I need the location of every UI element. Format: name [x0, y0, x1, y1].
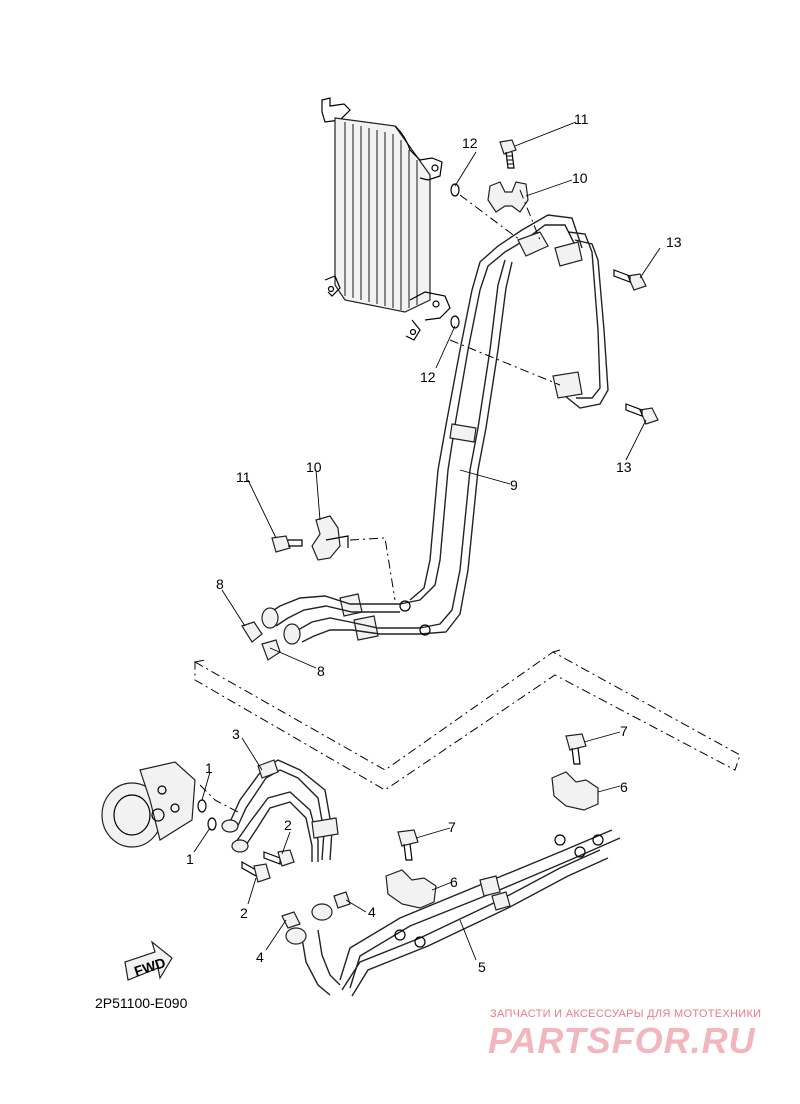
callout-1-lower: 1	[186, 851, 194, 867]
oil-pipe-assembly-upper	[261, 214, 609, 645]
o-ring-1-lower	[207, 817, 217, 831]
callout-2-lower: 2	[240, 905, 248, 921]
bolt-11-upper	[499, 139, 517, 169]
callout-4-lower: 4	[256, 949, 264, 965]
callout-3: 3	[232, 726, 240, 742]
callout-6-lower: 6	[450, 874, 458, 890]
callout-7-lower: 7	[448, 819, 456, 835]
clamp-10-upper	[487, 181, 529, 213]
callout-1-upper: 1	[205, 760, 213, 776]
callout-8-upper: 8	[216, 576, 224, 592]
engine-mount-housing	[101, 761, 196, 848]
clamp-6-lower	[385, 869, 437, 909]
fwd-arrow-icon: FWD	[124, 940, 173, 981]
callout-7-upper: 7	[620, 723, 628, 739]
diagram-code: 2P51100-E090	[95, 995, 188, 1011]
bolt-7-upper	[565, 733, 587, 765]
callout-10-upper: 10	[572, 170, 588, 186]
union-4-lower	[281, 911, 301, 929]
callout-9: 9	[510, 477, 518, 493]
o-ring-12-lower	[450, 315, 460, 329]
union-8-upper	[241, 621, 263, 643]
union-4-upper	[333, 891, 351, 909]
callout-12-lower: 12	[420, 369, 436, 385]
oil-pipe-5	[285, 829, 621, 997]
callout-13-lower: 13	[616, 459, 632, 475]
o-ring-1-upper	[197, 799, 207, 813]
clamp-10-lower	[311, 515, 349, 561]
callout-12-upper: 12	[462, 135, 478, 151]
bolt-13-lower	[625, 403, 659, 425]
o-ring-12-upper	[450, 183, 460, 197]
bolt-2-lower	[241, 860, 271, 883]
callout-4-upper: 4	[368, 904, 376, 920]
oil-cooler	[321, 97, 451, 341]
bolt-2-upper	[263, 849, 295, 867]
oil-pipe-3	[221, 759, 339, 862]
connection-outline-inner	[194, 649, 561, 663]
watermark-tagline: ЗАПЧАСТИ И АКСЕССУАРЫ ДЛЯ МОТОТЕХНИКИ	[490, 1008, 762, 1020]
clamp-6-upper	[551, 771, 599, 811]
bolt-7-lower	[397, 829, 419, 861]
callout-5: 5	[478, 959, 486, 975]
callout-10-lower: 10	[306, 459, 322, 475]
callout-13-upper: 13	[666, 234, 682, 250]
connection-outline-upper	[194, 651, 741, 791]
callout-11-lower: 11	[236, 469, 251, 485]
callout-11-upper: 11	[574, 111, 589, 127]
callout-6-upper: 6	[620, 779, 628, 795]
bolt-11-lower	[271, 535, 303, 553]
callout-2-upper: 2	[284, 817, 292, 833]
callout-8-lower: 8	[317, 663, 325, 679]
bolt-13-upper	[613, 269, 647, 291]
watermark-logo[interactable]: PARTSFOR.RU	[488, 1020, 756, 1061]
union-8-lower	[261, 639, 281, 661]
